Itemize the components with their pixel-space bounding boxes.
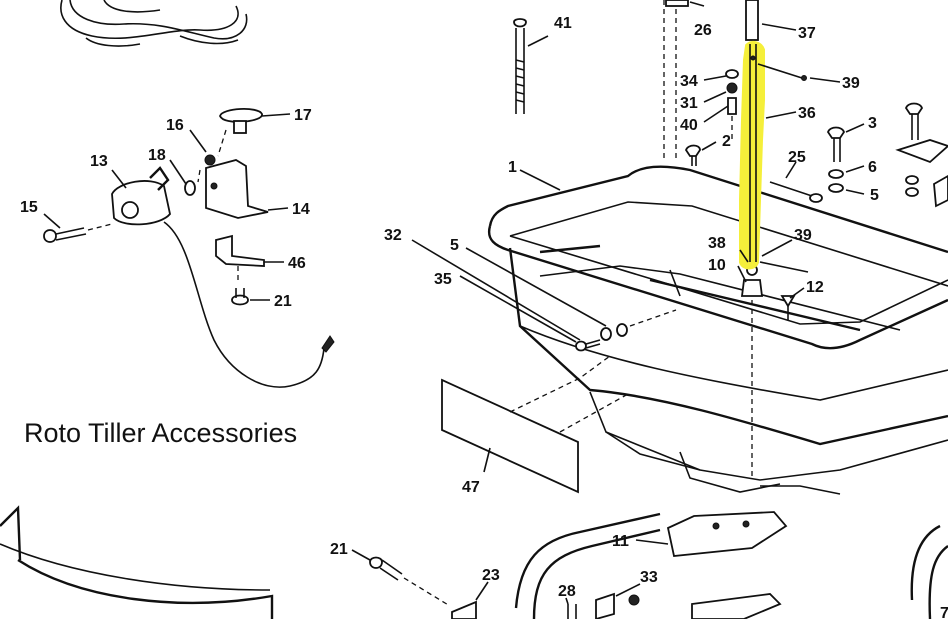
part-label-11: 11 — [612, 533, 629, 550]
part-label-16: 16 — [166, 117, 184, 134]
part-label-32: 32 — [384, 227, 402, 244]
part-label-10: 10 — [708, 257, 726, 274]
part-label-35: 35 — [434, 271, 452, 288]
spreader-hopper-drawing — [369, 0, 948, 619]
part-label-2: 2 — [722, 133, 731, 150]
part-label-46: 46 — [288, 255, 306, 272]
part-label-1: 1 — [508, 159, 517, 176]
part-label-39-mid: 39 — [794, 227, 812, 244]
part-label-33: 33 — [640, 569, 658, 586]
part-label-36: 36 — [798, 105, 816, 122]
part-label-40: 40 — [680, 117, 698, 134]
part-label-3: 3 — [868, 115, 877, 132]
part-label-41: 41 — [554, 15, 572, 32]
part-label-25: 25 — [788, 149, 806, 166]
highlighted-rod-36 — [739, 40, 807, 270]
part-label-5-left: 5 — [450, 237, 459, 254]
part-labels: 41 26 37 39 34 31 40 36 2 3 25 6 5 1 32 … — [20, 15, 948, 619]
part-label-21-bottom: 21 — [330, 541, 348, 558]
part-label-23: 23 — [482, 567, 500, 584]
part-label-18: 18 — [148, 147, 166, 164]
part-label-13: 13 — [90, 153, 108, 170]
part-label-5-right: 5 — [870, 187, 879, 204]
part-label-15: 15 — [20, 199, 38, 216]
part-label-21-left: 21 — [274, 293, 292, 310]
part-label-47: 47 — [462, 479, 480, 496]
part-label-26: 26 — [694, 22, 712, 39]
part-label-37: 37 — [798, 25, 816, 42]
coiled-cable-drawing — [60, 0, 248, 47]
part-label-7: 7 — [940, 605, 948, 619]
caption-title: Roto Tiller Accessories — [24, 418, 297, 448]
part-label-14: 14 — [292, 201, 310, 218]
shield-drawing — [0, 505, 274, 619]
part-label-28: 28 — [558, 583, 576, 600]
part-label-39-top: 39 — [842, 75, 860, 92]
part-label-34: 34 — [680, 73, 698, 90]
leader-lines — [43, 1, 865, 605]
part-label-38: 38 — [708, 235, 726, 252]
part-label-31: 31 — [680, 95, 698, 112]
part-label-17: 17 — [294, 107, 312, 124]
part-label-6: 6 — [868, 159, 877, 176]
winch-assembly-drawing — [43, 108, 335, 388]
part-label-12: 12 — [806, 279, 824, 296]
